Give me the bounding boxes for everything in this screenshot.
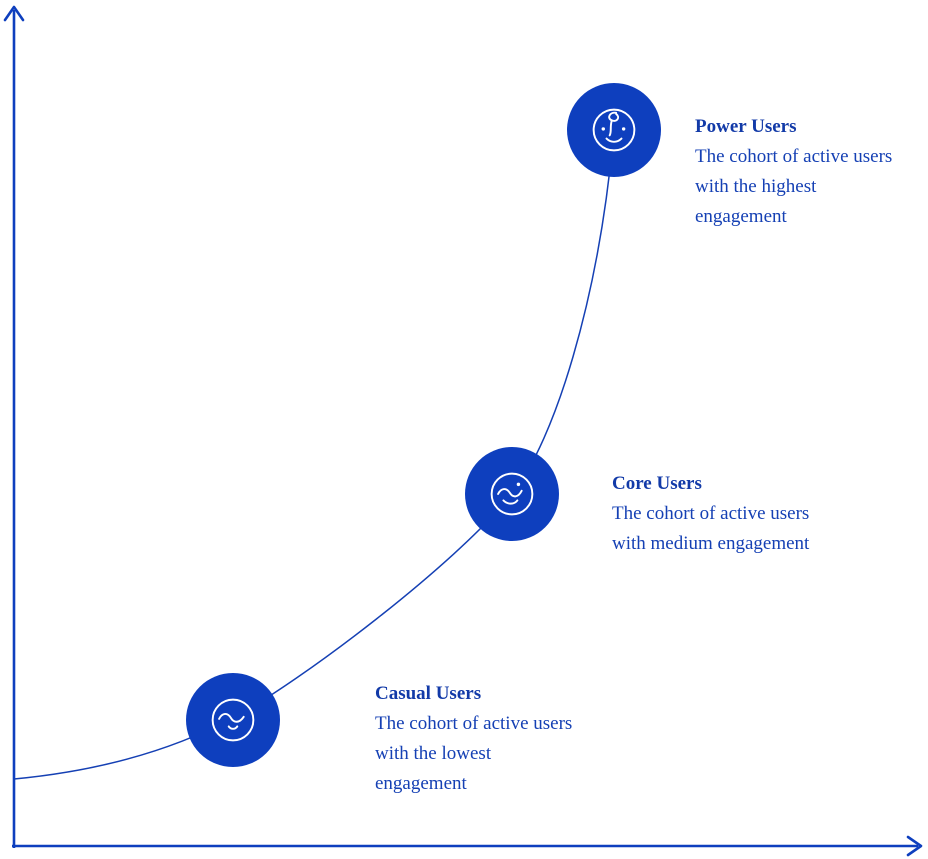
core-users-title: Core Users — [612, 473, 702, 494]
casual-user-face-icon — [211, 698, 255, 742]
growth-curve — [13, 139, 614, 780]
power-user-face-icon — [592, 108, 636, 152]
y-axis — [3, 5, 25, 848]
core-users-badge — [465, 447, 559, 541]
power-users-title: Power Users — [695, 116, 797, 137]
casual-users-label: Casual Users The cohort of active users … — [375, 679, 587, 799]
casual-users-title: Casual Users — [375, 683, 482, 704]
x-axis-arrow-icon — [906, 835, 923, 857]
core-user-face-icon — [490, 472, 534, 516]
power-users-label: Power Users The cohort of active users w… — [695, 112, 907, 232]
core-users-label: Core Users The cohort of active users wi… — [612, 469, 824, 559]
power-users-badge — [567, 83, 661, 177]
y-axis-arrow-icon — [3, 5, 25, 22]
core-users-description: The cohort of active users with medium e… — [612, 503, 810, 554]
casual-users-badge — [186, 673, 280, 767]
x-axis — [12, 835, 923, 857]
power-users-description: The cohort of active users with the high… — [695, 146, 893, 227]
casual-users-description: The cohort of active users with the lowe… — [375, 713, 573, 794]
